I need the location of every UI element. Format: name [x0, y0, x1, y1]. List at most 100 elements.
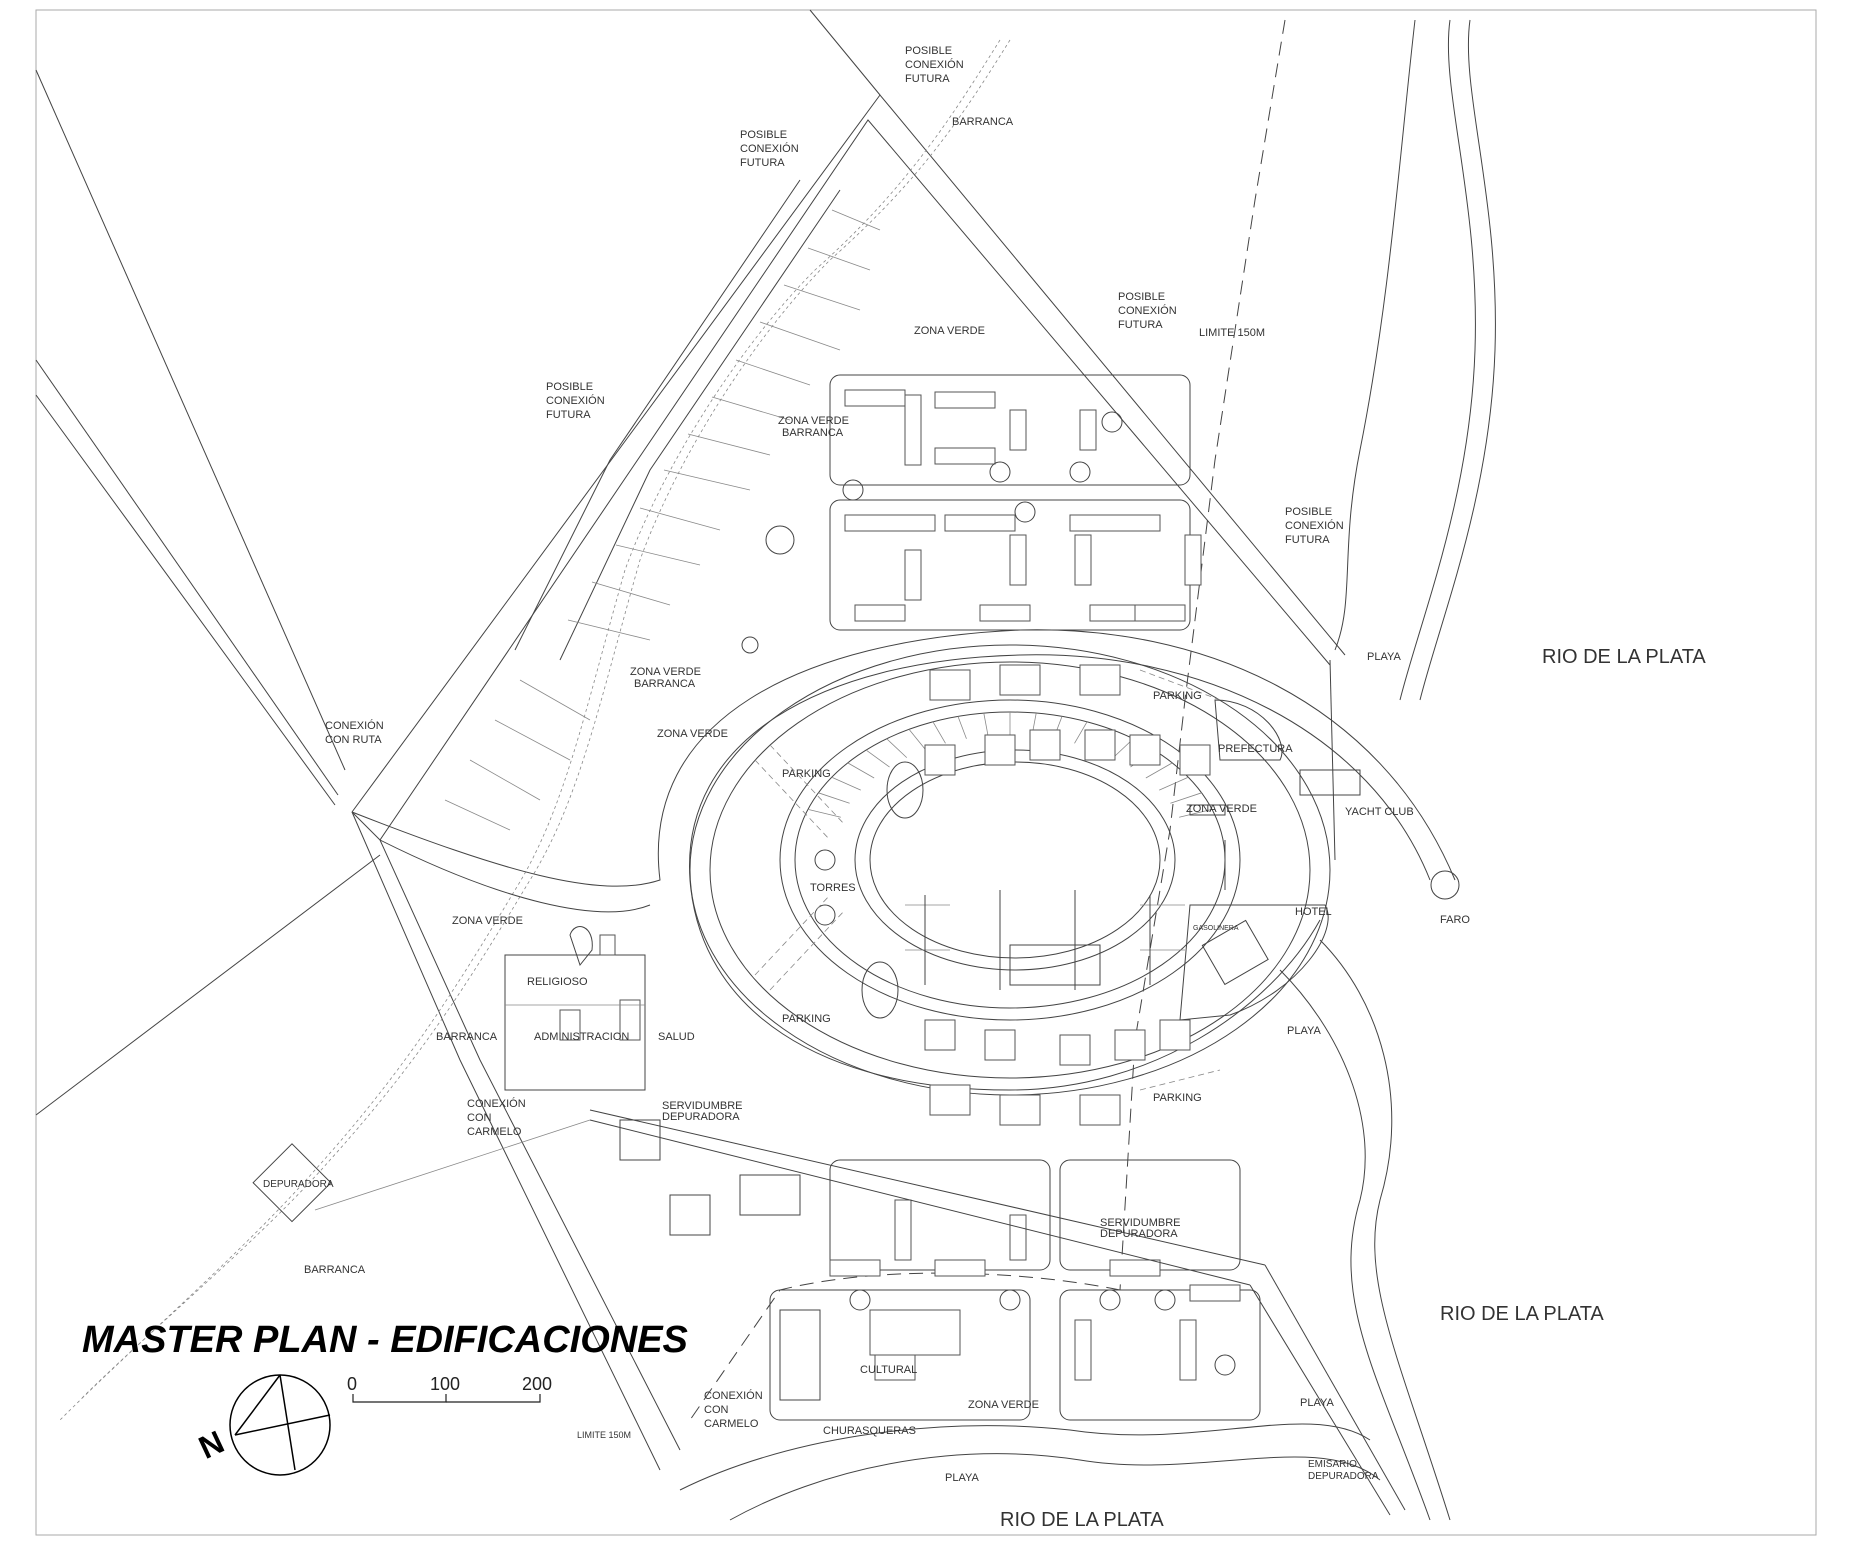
label-conexion-ruta: CONEXIÓN CON RUTA	[325, 719, 387, 746]
label-playa-1: PLAYA	[1367, 651, 1401, 663]
l3: FUTURA	[1285, 534, 1330, 546]
l2: CONEXIÓN	[740, 142, 799, 155]
barranca-edge	[59, 39, 1011, 1421]
dock-spoke	[831, 776, 861, 791]
label-gasolinera: GASOLINERA	[1193, 925, 1239, 932]
label-depuradora: DEPURADORA	[263, 1179, 334, 1190]
parking-bays	[754, 669, 1221, 1091]
l2: CON RUTA	[325, 734, 382, 746]
hotel-complex	[1179, 904, 1329, 1021]
l2: CONEXIÓN	[1285, 519, 1344, 532]
l3: FUTURA	[1118, 319, 1163, 331]
dock-spoke	[1179, 808, 1213, 818]
label-salud: SALUD	[658, 1031, 695, 1043]
l2: CONEXIÓN	[905, 58, 964, 71]
l3: FUTURA	[740, 157, 785, 169]
dock-spoke	[1159, 776, 1189, 791]
plan-title: MASTER PLAN - EDIFICACIONES	[82, 1319, 688, 1361]
label-yacht-club: YACHT CLUB	[1345, 806, 1414, 818]
label-posible-conexion-1: POSIBLE CONEXIÓN FUTURA	[905, 45, 967, 85]
label-zona-verde-top: ZONA VERDE	[914, 325, 985, 337]
l3: CARMELO	[467, 1126, 522, 1138]
label-limite-top: LIMITE 150M	[1199, 327, 1265, 339]
label-posible-conexion-2: POSIBLE CONEXIÓN FUTURA	[740, 129, 802, 169]
label-barranca-bottom: BARRANCA	[304, 1264, 366, 1276]
label-torres: TORRES	[810, 882, 856, 894]
label-servidumbre-2: SERVIDUMBRE DEPURADORA	[1100, 1217, 1184, 1240]
l1: SERVIDUMBRE	[662, 1100, 742, 1112]
servidumbre-depuradora-line	[314, 1109, 1406, 1516]
label-playa-4: PLAYA	[945, 1472, 979, 1484]
l2: CON	[704, 1404, 729, 1416]
dock-spoke	[818, 792, 850, 804]
label-playa-2: PLAYA	[1287, 1025, 1321, 1037]
scale-tick-100: 100	[430, 1374, 460, 1394]
l1: EMISARIO	[1308, 1459, 1357, 1470]
l1: POSIBLE	[546, 381, 593, 393]
river-label-south: RIO DE LA PLATA	[1000, 1509, 1164, 1531]
label-administracion: ADMINISTRACION	[534, 1031, 629, 1043]
dock-spoke	[865, 749, 890, 768]
label-zona-verde-right: ZONA VERDE	[1186, 803, 1257, 815]
north-glyph: N	[193, 1424, 229, 1466]
label-zona-verde-barranca-1: ZONA VERDE BARRANCA	[778, 415, 852, 439]
label-barranca-left: BARRANCA	[436, 1031, 498, 1043]
label-religioso: RELIGIOSO	[527, 976, 588, 988]
river-shoreline	[679, 19, 1496, 1521]
l1: CONEXIÓN	[704, 1389, 763, 1402]
ring-sector-buildings	[814, 664, 1211, 1126]
l3: CARMELO	[704, 1418, 759, 1430]
l1: POSIBLE	[740, 129, 787, 141]
l1: POSIBLE	[905, 45, 952, 57]
bottom-facilities	[252, 1119, 961, 1401]
l2: CONEXIÓN	[546, 394, 605, 407]
dock-spoke	[1145, 762, 1173, 779]
dock-spoke	[908, 729, 926, 750]
label-zona-verde-barranca-2: ZONA VERDE BARRANCA	[630, 666, 704, 690]
l2: CON	[467, 1112, 492, 1124]
l2: DEPURADORA	[662, 1111, 740, 1123]
dock-spoke	[932, 721, 946, 744]
label-parking-4: PARKING	[1153, 1092, 1202, 1104]
dock-spoke	[957, 716, 967, 739]
river-label-southeast: RIO DE LA PLATA	[1440, 1303, 1604, 1325]
label-zona-verde-mid: ZONA VERDE	[657, 728, 728, 740]
compass-symbol: N	[193, 1374, 331, 1476]
l1: ZONA VERDE	[778, 415, 849, 427]
l1: SERVIDUMBRE	[1100, 1217, 1180, 1229]
marina-basin	[905, 840, 1226, 990]
l2: DEPURADORA	[1308, 1471, 1379, 1482]
label-zona-verde-bottom: ZONA VERDE	[968, 1399, 1039, 1411]
l2: BARRANCA	[634, 678, 696, 690]
l1: CONEXIÓN	[325, 719, 384, 732]
l3: FUTURA	[905, 73, 950, 85]
river-label-east: RIO DE LA PLATA	[1542, 646, 1706, 668]
label-faro: FARO	[1440, 914, 1470, 926]
label-conexion-carmelo-2: CONEXIÓN CON CARMELO	[704, 1389, 766, 1430]
scale-tick-0: 0	[347, 1374, 357, 1394]
label-posible-conexion-4: POSIBLE CONEXIÓN FUTURA	[546, 381, 608, 421]
dock-spoke	[1074, 721, 1088, 744]
label-playa-3: PLAYA	[1300, 1397, 1334, 1409]
civic-buildings	[504, 926, 646, 1091]
l1: POSIBLE	[1118, 291, 1165, 303]
l2: CONEXIÓN	[1118, 304, 1177, 317]
label-churrasqueras: CHURASQUERAS	[823, 1425, 916, 1437]
label-parking-3: PARKING	[782, 1013, 831, 1025]
upper-housing-blocks	[741, 374, 1202, 654]
lower-housing-blocks	[769, 1159, 1261, 1421]
l2: DEPURADORA	[1100, 1228, 1178, 1240]
l1: CONEXIÓN	[467, 1097, 526, 1110]
dock-spoke	[983, 713, 989, 737]
label-servidumbre-1: SERVIDUMBRE DEPURADORA	[662, 1100, 746, 1123]
l3: FUTURA	[546, 409, 591, 421]
l2: BARRANCA	[782, 427, 844, 439]
label-zona-verde-left: ZONA VERDE	[452, 915, 523, 927]
lot-strip-north	[444, 179, 881, 831]
label-parking-1: PARKING	[1153, 690, 1202, 702]
l1: ZONA VERDE	[630, 666, 701, 678]
dock-spoke	[847, 762, 875, 779]
label-parking-2: PARKING	[782, 768, 831, 780]
label-prefectura: PREFECTURA	[1218, 743, 1293, 755]
